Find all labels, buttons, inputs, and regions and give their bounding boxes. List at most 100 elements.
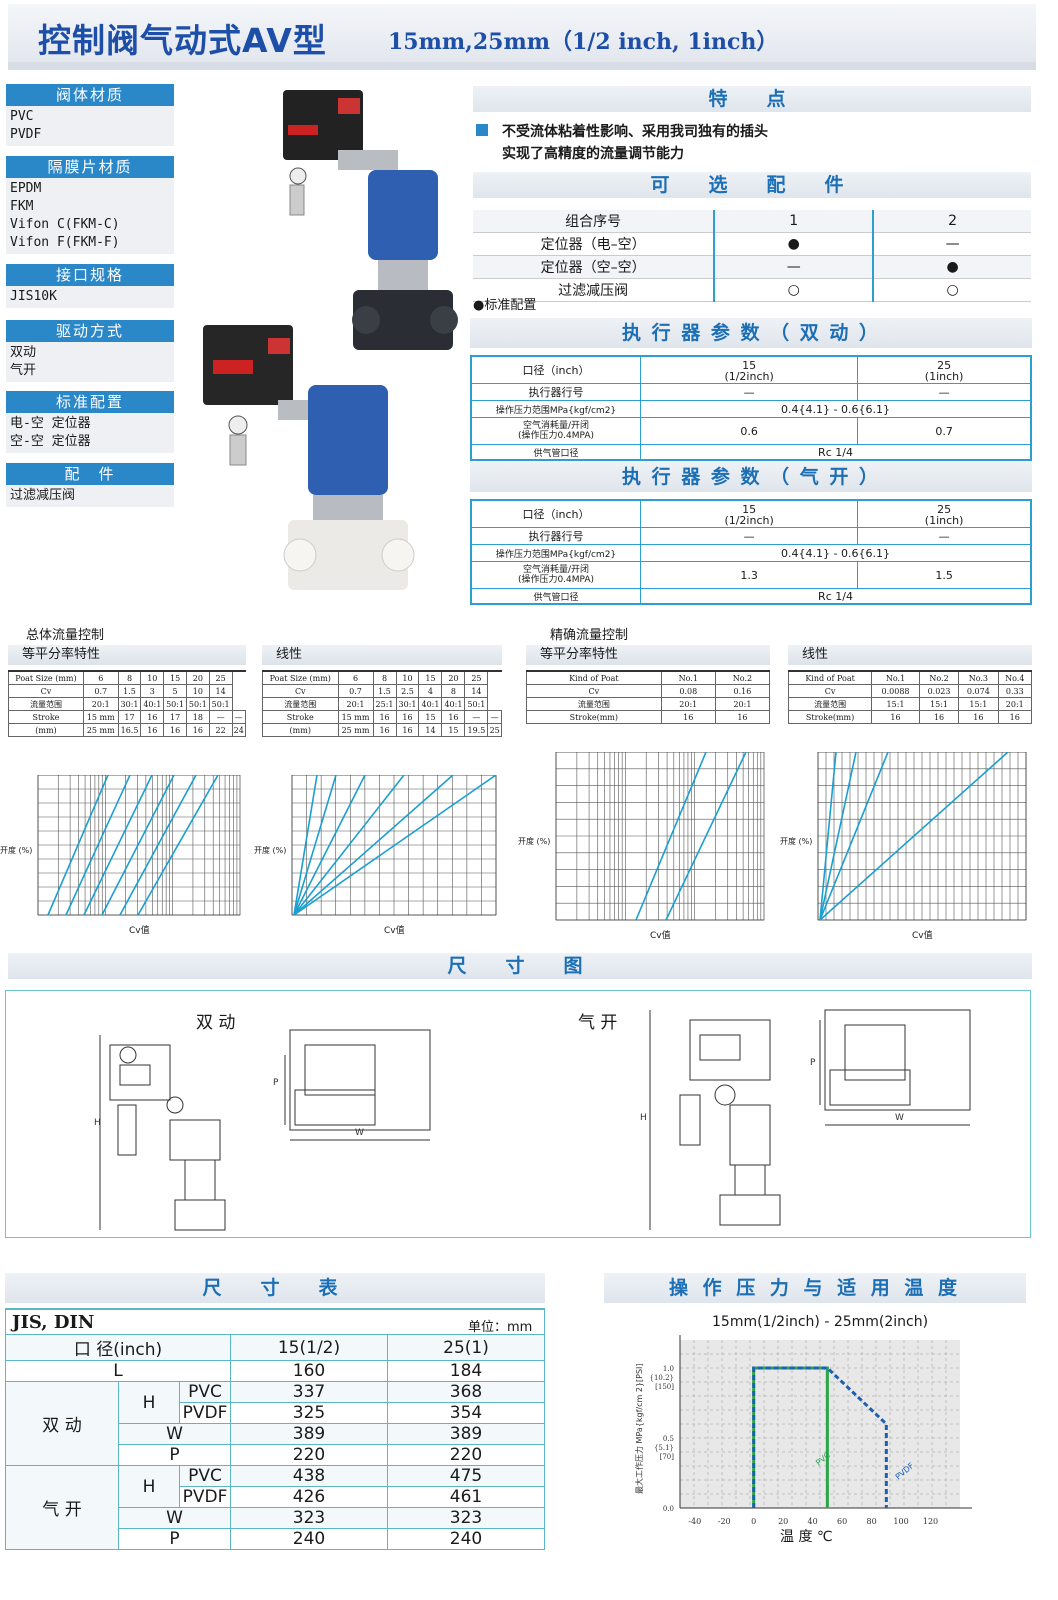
options-cell: 组合序号 xyxy=(473,210,715,233)
sidebar-item: FKM xyxy=(10,199,34,214)
dim-cell: 354 xyxy=(387,1402,545,1424)
col15: 15 xyxy=(742,502,757,516)
flow-spec-cell: 3 xyxy=(140,684,165,698)
options-heading: 可 选 配 件 xyxy=(473,172,1031,198)
air-label-1: 空气消耗量/开闭 xyxy=(522,565,590,575)
options-cell: ○ xyxy=(713,278,874,302)
dim-cell: 25(1) xyxy=(387,1334,545,1361)
actuator-open-heading: 执 行 器 参 数 （ 气 开 ） xyxy=(470,462,1032,492)
flow-spec-cell: 15:1 xyxy=(918,697,960,711)
standard-config-note: ●标准配置 xyxy=(473,298,537,313)
sidebar-item: 电-空 定位器 xyxy=(10,416,91,431)
page-title: 控制阀气动式AV型 xyxy=(38,21,327,60)
actuator-cell: — xyxy=(857,527,1032,545)
dim-cell: 口 径(inch) xyxy=(5,1334,231,1361)
flow-panel-heading: 线性 xyxy=(262,645,502,665)
sidebar-item: PVDF xyxy=(10,127,42,142)
flow-curve xyxy=(293,775,497,916)
options-cell: 过滤减压阀 xyxy=(473,278,715,302)
dim-cell: 323 xyxy=(230,1507,388,1529)
flow-spec-cell: 16 xyxy=(395,710,420,724)
flow-curve xyxy=(119,775,197,916)
flow-curve xyxy=(137,775,219,916)
actuator-cell: 口径（inch） xyxy=(470,499,641,528)
options-cell: — xyxy=(872,232,1031,256)
temp-chart-xtick: 120 xyxy=(923,1517,938,1526)
dim-cell: 240 xyxy=(230,1528,388,1550)
flow-curve xyxy=(293,775,405,916)
flow-spec-cell: No.1 xyxy=(660,670,716,685)
temp-chart-xtick: -40 xyxy=(688,1517,701,1526)
sidebar-item: 气开 xyxy=(10,363,37,378)
sidebar-body: JIS10K xyxy=(6,286,174,308)
flow-spec-cell: No.2 xyxy=(918,670,960,685)
bullet-square-icon xyxy=(476,124,488,136)
flow-curve xyxy=(819,752,889,921)
sidebar-item: Vifon F(FKM-F) xyxy=(10,235,120,250)
flow-spec-cell: 流量范围 xyxy=(787,697,873,711)
flow-spec-cell: 16 xyxy=(660,710,716,724)
dim-cell: W xyxy=(118,1507,231,1529)
valve-air-open-image xyxy=(203,325,415,590)
dim-cell: 389 xyxy=(230,1423,388,1445)
dim-drawing-double-label: 双 动 xyxy=(196,1013,236,1033)
dim-table-header-bar xyxy=(5,1308,545,1334)
dim-cell: 240 xyxy=(387,1528,545,1550)
sidebar-item: 空-空 定位器 xyxy=(10,434,91,449)
dim-cell: 220 xyxy=(230,1444,388,1466)
air-label: 空气消耗量/开闭(操作压力0.4MPA) xyxy=(470,417,641,445)
flow-spec-cell: 1.5 xyxy=(372,684,397,698)
flow-spec-cell: 50:1 xyxy=(464,697,489,711)
flow-spec-cell: Stroke xyxy=(8,710,84,724)
flow-spec-cell: 0.08 xyxy=(660,684,716,698)
flow-curve xyxy=(293,775,318,916)
flow-curve xyxy=(635,752,707,921)
dim-p-label: P xyxy=(273,1078,279,1088)
dim-cell: 气 开 xyxy=(5,1465,119,1550)
flow-spec-cell: 18 xyxy=(185,710,210,724)
flow-spec-cell: 15 xyxy=(441,723,466,737)
flow-spec-cell: Poat Size (mm) xyxy=(262,670,339,685)
flow-spec-cell: 20:1 xyxy=(997,697,1033,711)
air-label: 空气消耗量/开闭(操作压力0.4MPA) xyxy=(470,561,641,589)
dim-table-standard: JIS, DIN xyxy=(12,1312,95,1333)
flow-spec-cell: 2.5 xyxy=(395,684,420,698)
flow-spec-cell: 6 xyxy=(82,670,119,685)
temp-chart-xtick: 80 xyxy=(866,1517,876,1526)
flow-spec-cell: 15 xyxy=(418,670,443,685)
flow-spec-cell: Cv xyxy=(262,684,339,698)
flow-curve xyxy=(665,752,747,921)
flow-spec-cell: 25 xyxy=(487,723,502,737)
flow-spec-cell: (mm) xyxy=(262,723,339,737)
product-photo xyxy=(203,90,458,590)
actuator-cell: 执行器行号 xyxy=(470,527,641,545)
flow-chart-xlabel: Cv值 xyxy=(912,931,933,941)
flow-spec-cell: 25:1 xyxy=(372,697,397,711)
flow-spec-cell: Kind of Poat xyxy=(787,670,873,685)
flow-spec-cell: 0.7 xyxy=(82,684,119,698)
options-cell: 2 xyxy=(872,210,1031,233)
actuator-cell: 口径（inch） xyxy=(470,355,641,384)
sidebar-heading: 驱动方式 xyxy=(6,320,174,342)
sidebar-body: 电-空 定位器空-空 定位器 xyxy=(6,413,174,453)
flow-panel-heading: 线性 xyxy=(788,645,1032,665)
actuator-col-15: 15(1/2inch) xyxy=(639,499,859,528)
flow-spec-cell: 16 xyxy=(871,710,920,724)
flow-spec-cell: 17 xyxy=(117,710,142,724)
flow-spec-cell: 16 xyxy=(441,710,466,724)
flow-spec-cell: 8 xyxy=(441,684,466,698)
flow-spec-cell: 14 xyxy=(208,684,233,698)
temp-chart-ytick: 0.5 xyxy=(663,1435,674,1443)
flow-curve xyxy=(819,752,857,921)
dim-cell: L xyxy=(5,1360,231,1382)
flow-spec-cell: Stroke xyxy=(262,710,339,724)
flow-spec-cell: 40:1 xyxy=(140,697,165,711)
temp-chart-xtick: 20 xyxy=(778,1517,788,1526)
dim-cell: PVDF xyxy=(179,1402,231,1424)
flow-curve xyxy=(293,775,454,916)
dim-cell: PVC xyxy=(179,1465,231,1487)
flow-spec-cell: 16 xyxy=(918,710,960,724)
